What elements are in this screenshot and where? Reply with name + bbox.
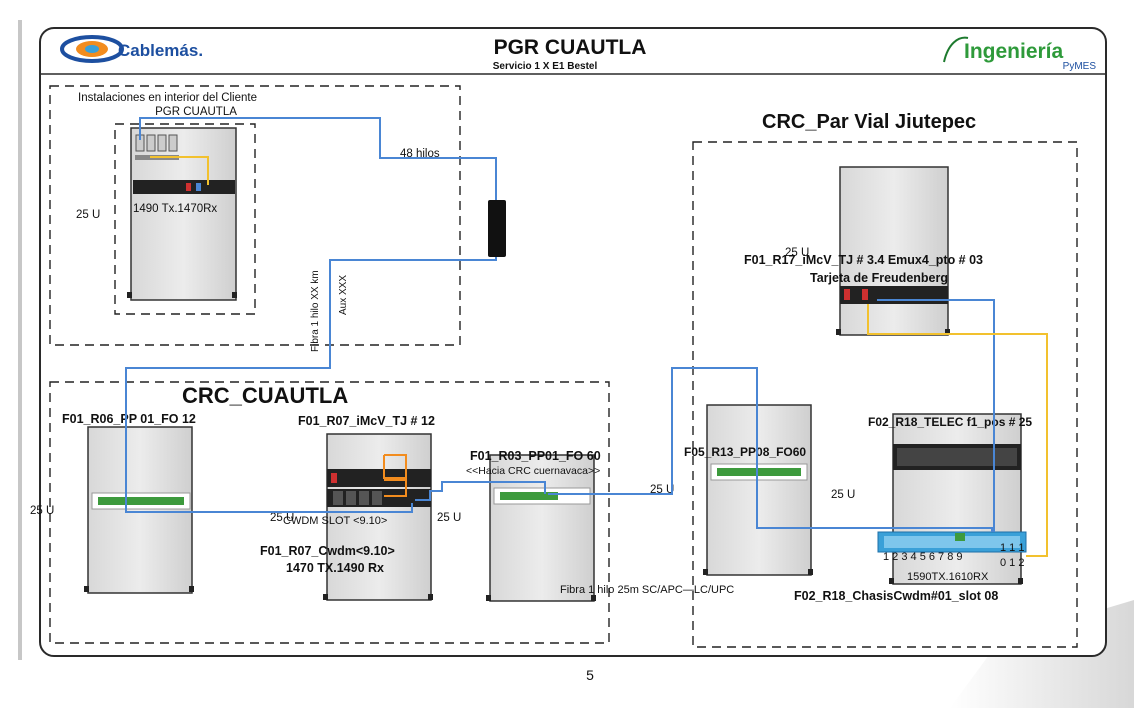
logo-left-text: Cablemás.: [118, 41, 203, 60]
patch-panel-ports: [717, 468, 801, 476]
logo-right-sub: PyMES: [1063, 61, 1097, 72]
fiber-route-main: [125, 257, 497, 513]
rack-r07-cwdm-label: F01_R07_Cwdm<9.10>: [260, 544, 395, 558]
chasis-label: F02_R18_ChasisCwdm#01_slot 08: [794, 589, 998, 603]
client-site-box: [49, 85, 461, 346]
aux-vertical-label: Aux XXX: [338, 275, 349, 315]
fiber-splice-box: [488, 200, 506, 257]
page-subtitle: Servicio 1 X E1 Bestel: [493, 61, 598, 72]
rack-r06-units: 25 U: [30, 505, 54, 517]
client-equipment-label: 1490 Tx.1470Rx: [133, 203, 217, 215]
cwdm-port-numbers-units: 0 1 2: [1000, 557, 1024, 569]
rack-r17-card: Tarjeta de Freudenberg: [810, 271, 948, 285]
coax-route-r17-cwdm: [867, 304, 1048, 557]
pen-icon: [943, 36, 969, 63]
fiber-bottom-label: Fibra 1 hilo 25m SC/APC—LC/UPC: [560, 584, 734, 596]
patch-panel-ports: [500, 492, 558, 500]
rack-r13: [703, 404, 813, 576]
rack-r17-label: F01_R17_iMcV_TJ # 3.4 Emux4_pto # 03: [744, 253, 983, 267]
rack-r07-units-left: 25 U: [270, 512, 294, 524]
page-title: PGR CUAUTLA: [494, 36, 647, 59]
client-site-label: Instalaciones en interior del Cliente: [78, 92, 257, 104]
page-number: 5: [586, 667, 594, 683]
rack-r07: [323, 433, 433, 601]
crc-cuautla-title: CRC_CUAUTLA: [182, 383, 348, 408]
rack-r03-note: <<Hacia CRC cuernavaca>>: [466, 465, 600, 477]
imcv-emux-chassis: [840, 286, 948, 304]
rack-r13-label: F05_R13_PP08_FO60: [684, 445, 806, 459]
cablemas-logo: Cablemás.: [60, 35, 203, 63]
rack-r06: [84, 426, 194, 594]
rack-r13-units: 25 U: [831, 489, 855, 501]
fiber-route-r17-cwdm: [877, 299, 995, 532]
cwdm-wavelengths: 1590TX.1610RX: [907, 571, 989, 583]
client-media-converter: [133, 180, 235, 194]
rack-r07-cwdm-wavelengths: 1470 TX.1490 Rx: [286, 561, 384, 575]
crc-cuautla-box: [49, 381, 610, 644]
imcv-chassis: [327, 469, 431, 487]
rack-r07-orange-patch: [383, 454, 407, 479]
fiber-route-r07-r03: [415, 481, 546, 501]
rack-r07-units-right: 25 U: [437, 512, 461, 524]
fiber-route-r03-jiutepec: [548, 367, 993, 532]
crc-jiutepec-title: CRC_Par Vial Jiutepec: [762, 111, 976, 133]
client-site-name: PGR CUAUTLA: [155, 106, 237, 118]
rack-r17-units: 25 U: [785, 247, 809, 259]
left-edge-bar: [18, 20, 22, 660]
rack-r03: [486, 454, 596, 602]
rack-r17: [836, 166, 950, 336]
cwdm-port-numbers-tens: 1 1 1: [1000, 542, 1024, 554]
fiber-vertical-label: Fibra 1 hilo XX km: [310, 270, 321, 352]
patch-panel-ports: [98, 497, 184, 505]
cwdm-port-numbers: 1 2 3 4 5 6 7 8 9: [883, 551, 963, 563]
client-yellow-patch: [150, 156, 209, 185]
client-rack-units: 25 U: [76, 209, 100, 221]
rack-r18-label: F02_R18_TELEC f1_pos # 25: [868, 415, 1032, 429]
rack-r07-orange-patch-2: [384, 479, 407, 497]
rack-r18: [877, 413, 1027, 585]
logo-right-main: Ingeniería: [964, 40, 1064, 63]
rack-r06-label: F01_R06_PP 01_FO 12: [62, 412, 196, 426]
ingenieria-logo: Ingeniería PyMES: [943, 36, 1097, 72]
rack-r07-slot: CWDM SLOT <9.10>: [283, 515, 387, 527]
rack-r07-label: F01_R07_iMcV_TJ # 12: [298, 414, 435, 428]
crc-jiutepec-box: [692, 141, 1078, 648]
fiber-route-client: [139, 117, 497, 200]
rack-r03-label: F01_R03_PP01_FO 60: [470, 449, 601, 463]
